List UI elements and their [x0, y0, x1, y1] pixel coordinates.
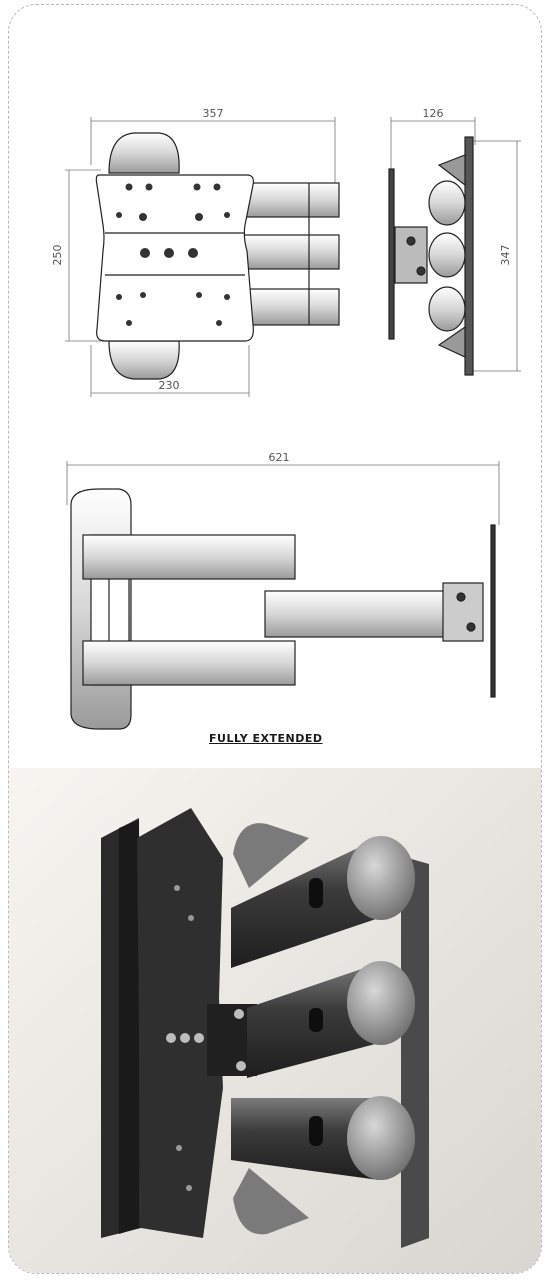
front-width-dimension: 357	[203, 107, 224, 120]
front-height-dimension: 250	[51, 245, 64, 266]
product-sheet-frame: 357 250 230 126 347	[8, 4, 542, 1274]
front-bottom-dimension: 230	[159, 379, 180, 392]
side-depth-dimension: 126	[423, 107, 444, 120]
side-height-dimension: 347	[499, 245, 512, 266]
fully-extended-caption: FULLY EXTENDED	[209, 732, 323, 745]
product-photo	[9, 768, 541, 1273]
extended-length-dimension: 621	[269, 451, 290, 464]
technical-drawings: 357 250 230 126 347	[51, 107, 521, 730]
extended-view-drawing	[66, 461, 500, 730]
side-view-drawing	[388, 117, 521, 376]
front-view-drawing	[65, 117, 340, 397]
